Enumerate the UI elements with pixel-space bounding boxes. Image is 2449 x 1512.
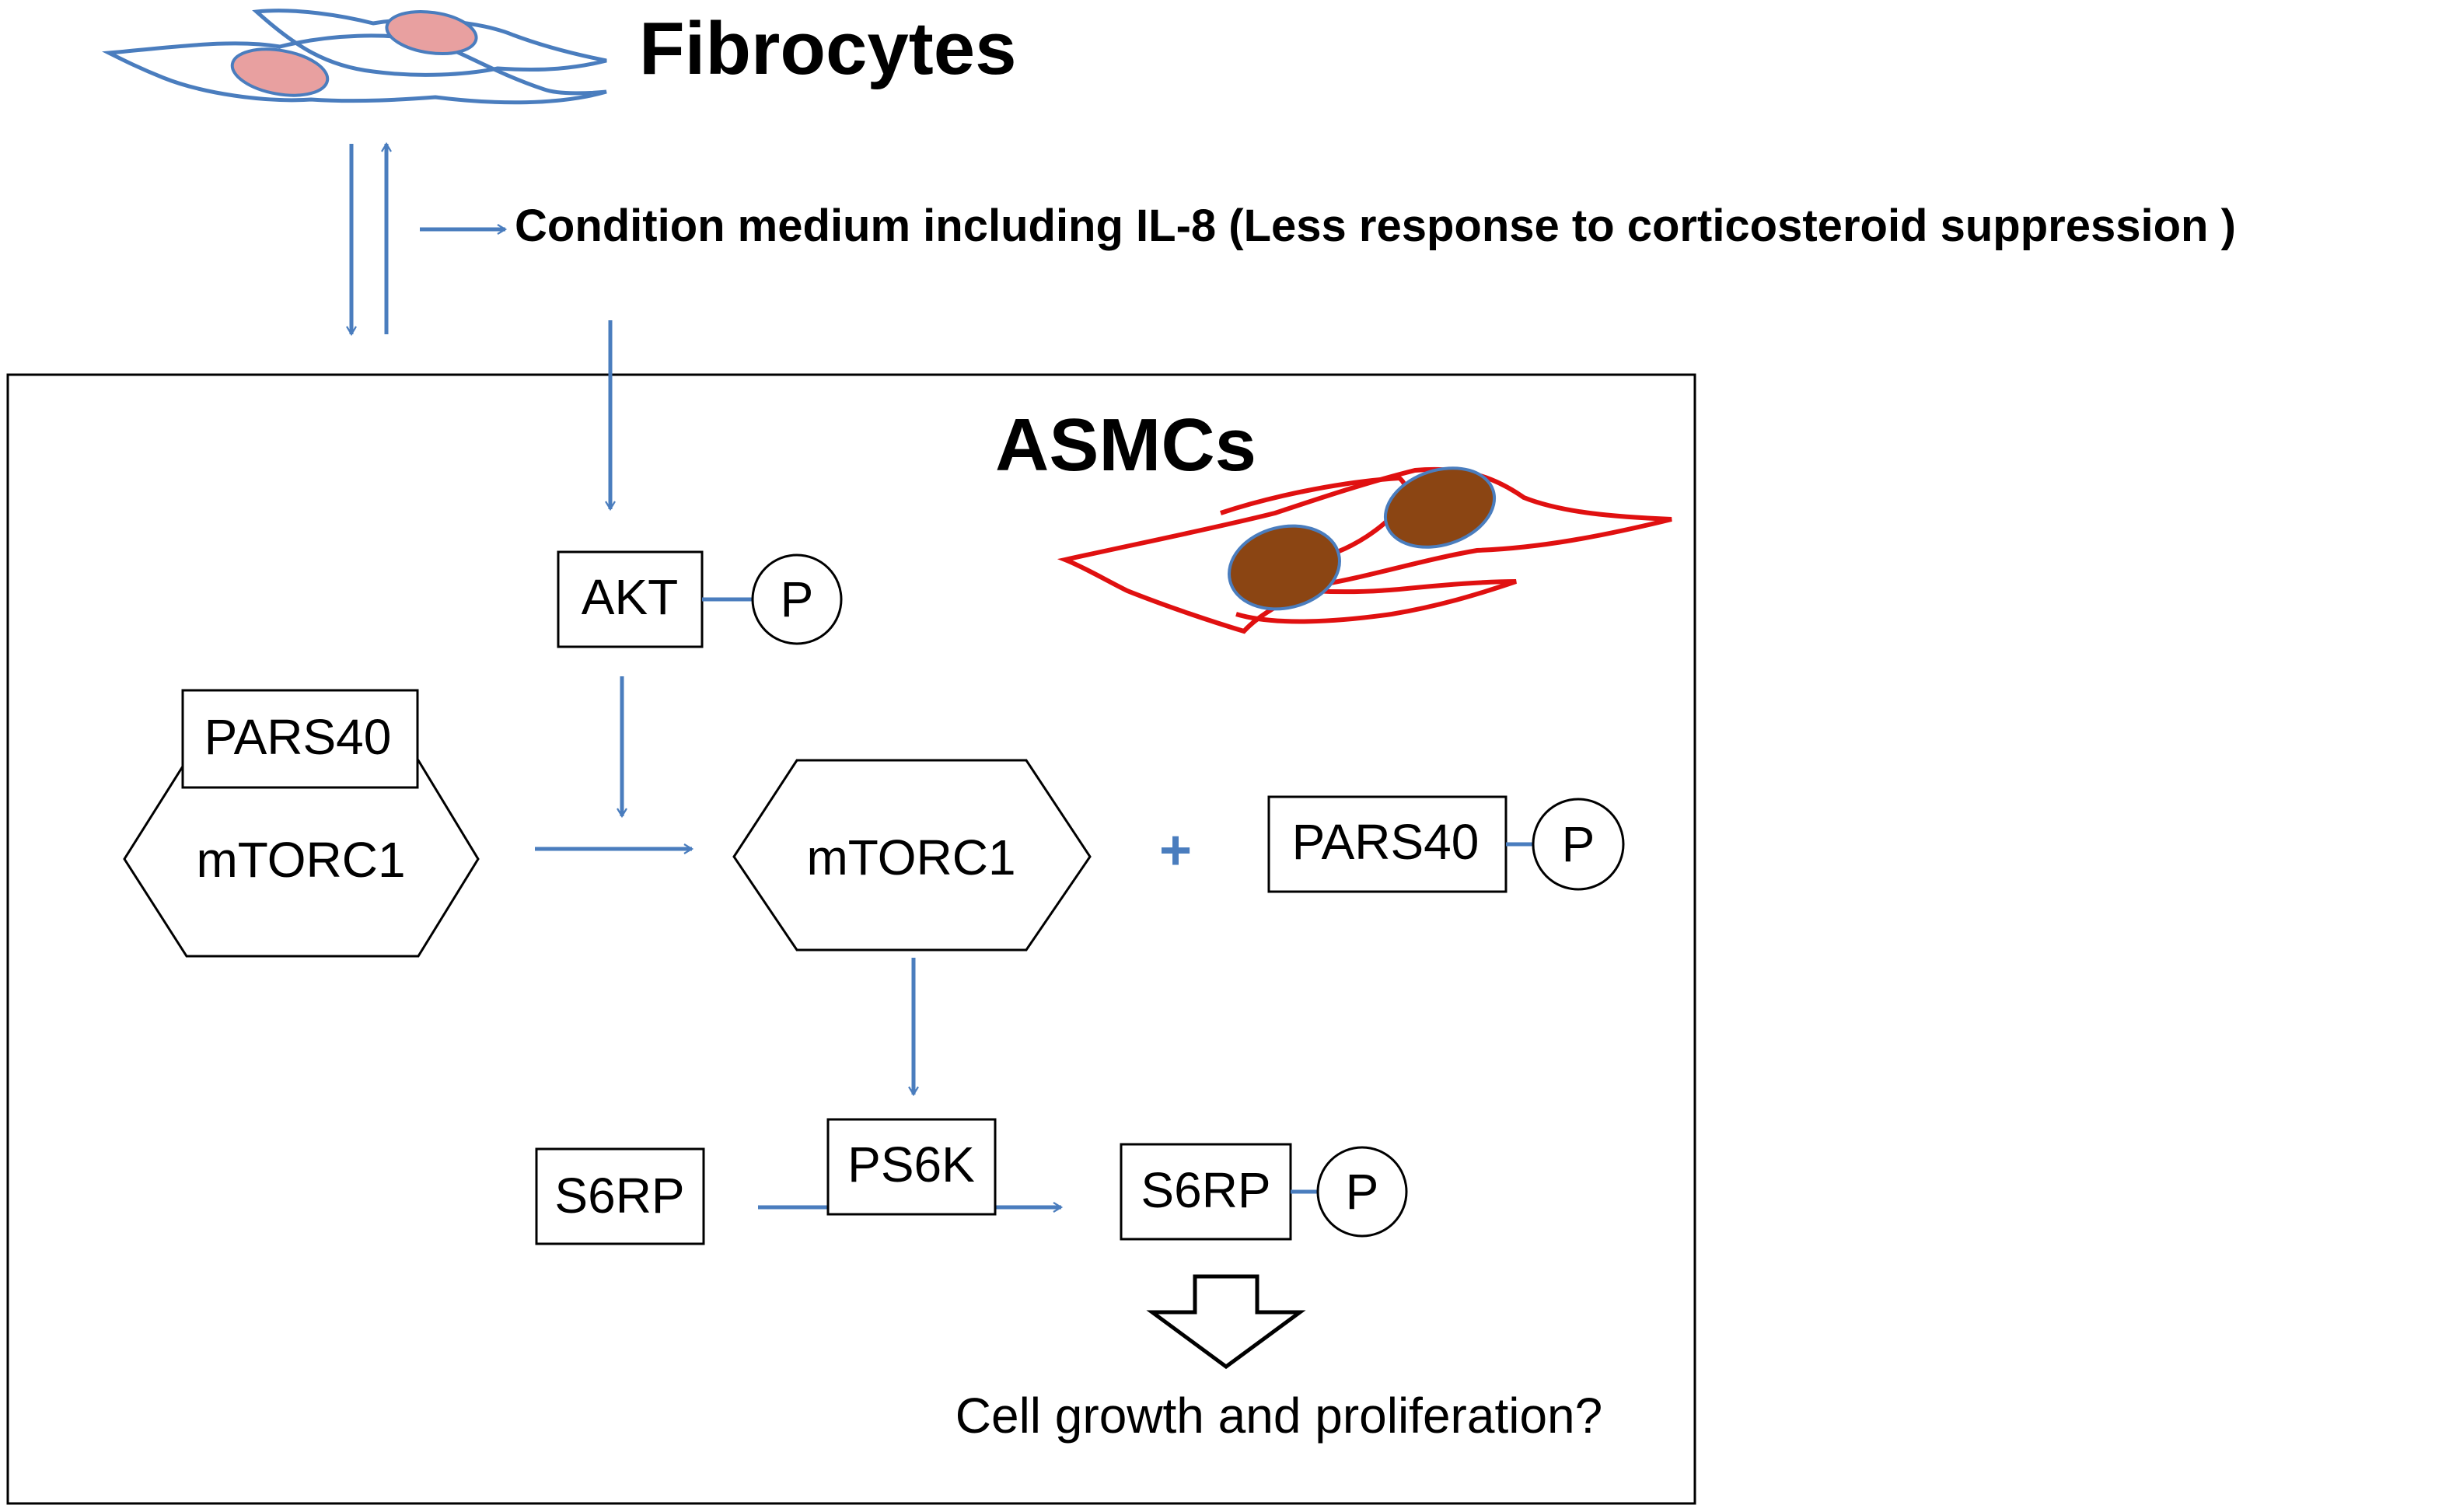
pars40-free-box xyxy=(1267,795,1507,893)
plus-sign: + xyxy=(1159,819,1192,882)
hollow-down-arrow-icon xyxy=(1146,1274,1306,1370)
pars40-phospho-label: P xyxy=(1562,816,1595,872)
mtorc1-right-hexagon xyxy=(732,759,1092,952)
s6rp-right-box xyxy=(1120,1143,1292,1241)
pars40-free-label: PARS40 xyxy=(1292,814,1480,870)
s6rp-left-box xyxy=(535,1147,705,1245)
outcome-label: Cell growth and proliferation? xyxy=(955,1388,1602,1444)
fibroblast-cells-icon xyxy=(101,9,607,105)
fibrocytes-label: Fibrocytes xyxy=(639,7,1016,90)
s6rp-phospho-label: P xyxy=(1346,1164,1379,1220)
akt-box xyxy=(557,550,704,648)
s6rp-left-label: S6RP xyxy=(554,1168,684,1224)
asmcs-label: ASMCs xyxy=(995,403,1256,487)
akt-phospho-label: P xyxy=(781,571,814,627)
condition-medium-label: Condition medium including IL-8 (Less re… xyxy=(515,201,2236,251)
pars40-bound-label: PARS40 xyxy=(204,709,392,765)
akt-phospho-circle xyxy=(751,553,843,645)
mtorc1-right-label: mTORC1 xyxy=(806,829,1015,885)
smooth-muscle-cells-icon xyxy=(1057,466,1672,634)
s6rp-right-label: S6RP xyxy=(1141,1162,1270,1218)
s6rp-phospho-circle xyxy=(1316,1146,1408,1238)
mtorc1-left-label: mTORC1 xyxy=(196,832,405,888)
asmc-compartment-box xyxy=(6,373,1696,1505)
pars40-bound-box xyxy=(181,689,419,789)
akt-label: AKT xyxy=(582,569,678,625)
pars40-phospho-circle xyxy=(1532,798,1625,891)
ps6k-label: PS6K xyxy=(847,1137,975,1192)
ps6k-box xyxy=(826,1118,997,1216)
